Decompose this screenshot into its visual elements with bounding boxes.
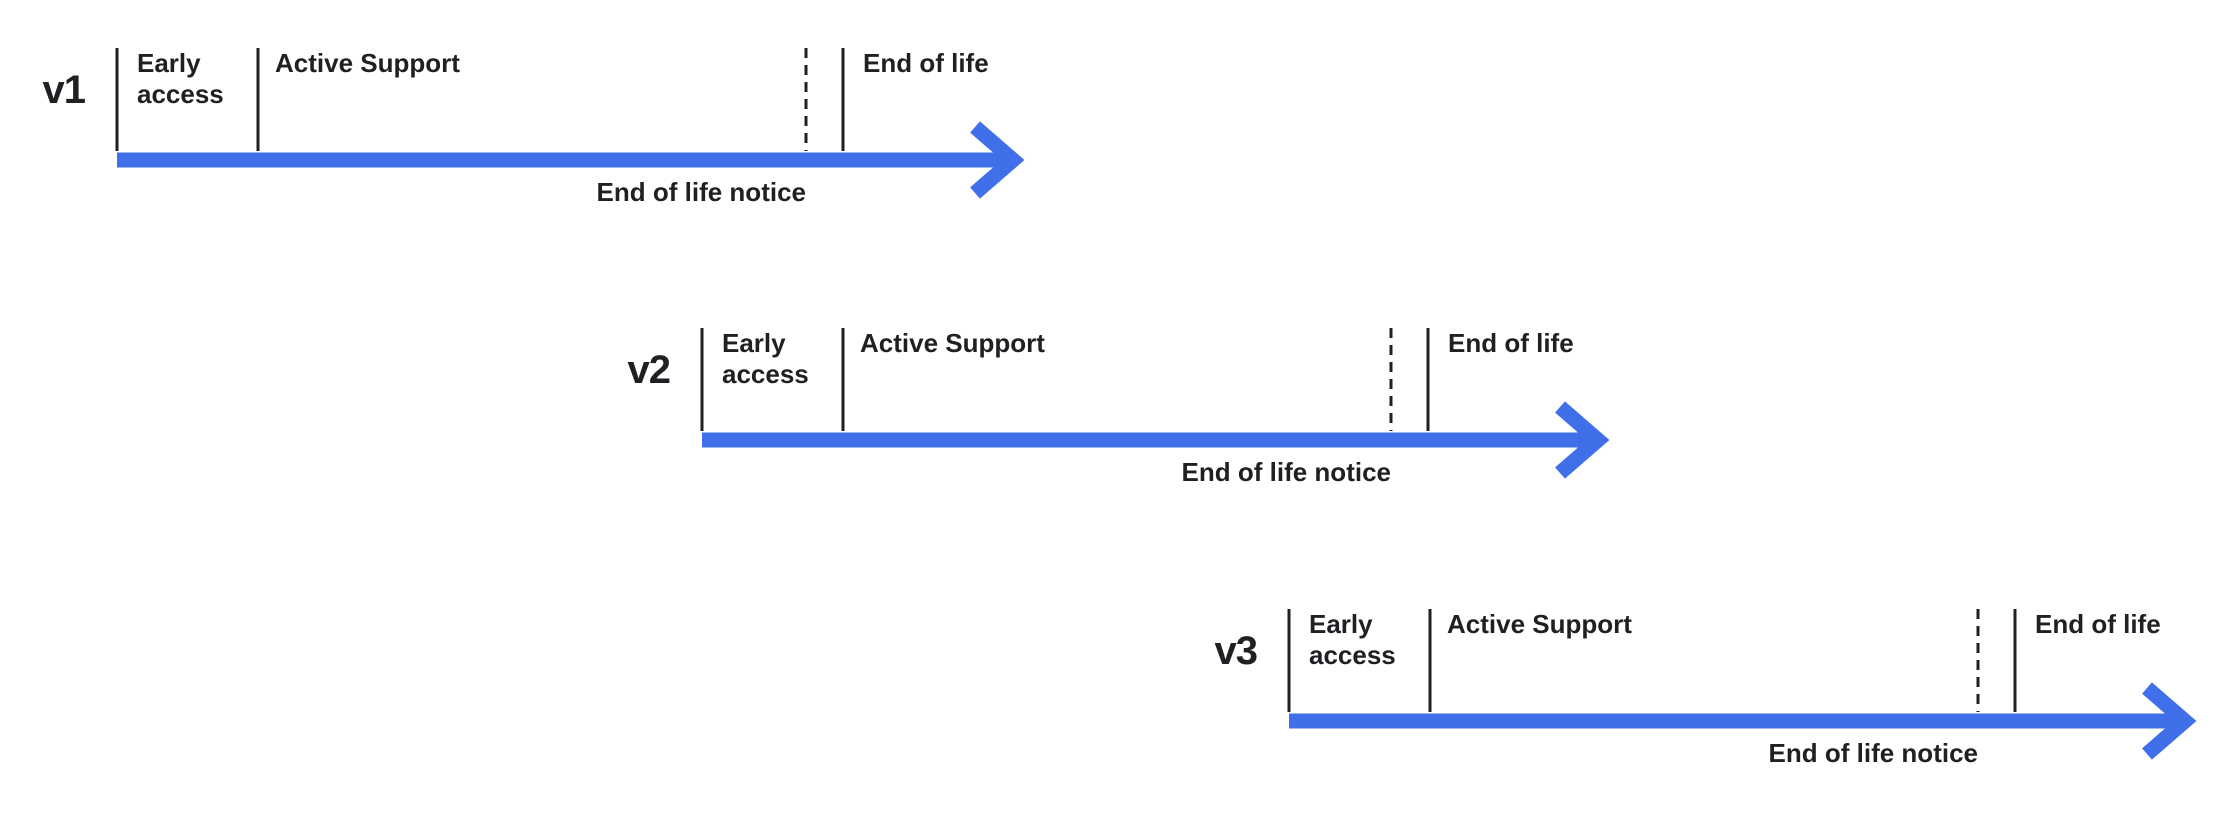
- arrow-head-icon: [970, 121, 1025, 199]
- end-of-life-notice-label: End of life notice: [1181, 457, 1391, 487]
- early-access-label: Early access: [722, 328, 809, 389]
- version-label: v1: [42, 68, 87, 112]
- active-support-label: Active Support: [1447, 609, 1632, 639]
- early-access-label: Early access: [137, 48, 224, 109]
- active-support-label: Active Support: [275, 48, 460, 78]
- timeline-v2: v2 Early access Active Support End of li…: [562, 308, 1642, 540]
- timeline-v3-graphic: [1287, 609, 2197, 760]
- timeline-v1: v1 Early access Active Support End of li…: [0, 28, 1057, 260]
- arrow-head-icon: [2142, 682, 2197, 760]
- end-of-life-notice-label: End of life notice: [596, 177, 806, 207]
- end-of-life-label: End of life: [2035, 609, 2161, 639]
- arrow-head-icon: [1555, 401, 1610, 479]
- end-of-life-label: End of life: [1448, 328, 1574, 358]
- early-access-label: Early access: [1309, 609, 1396, 670]
- version-label: v2: [627, 348, 672, 392]
- end-of-life-label: End of life: [863, 48, 989, 78]
- end-of-life-notice-label: End of life notice: [1768, 738, 1978, 768]
- active-support-label: Active Support: [860, 328, 1045, 358]
- version-label: v3: [1214, 629, 1259, 673]
- timeline-v1-graphic: [115, 48, 1025, 199]
- timeline-v2-graphic: [700, 328, 1610, 479]
- timeline-v3: v3 Early access Active Support End of li…: [1149, 589, 2228, 821]
